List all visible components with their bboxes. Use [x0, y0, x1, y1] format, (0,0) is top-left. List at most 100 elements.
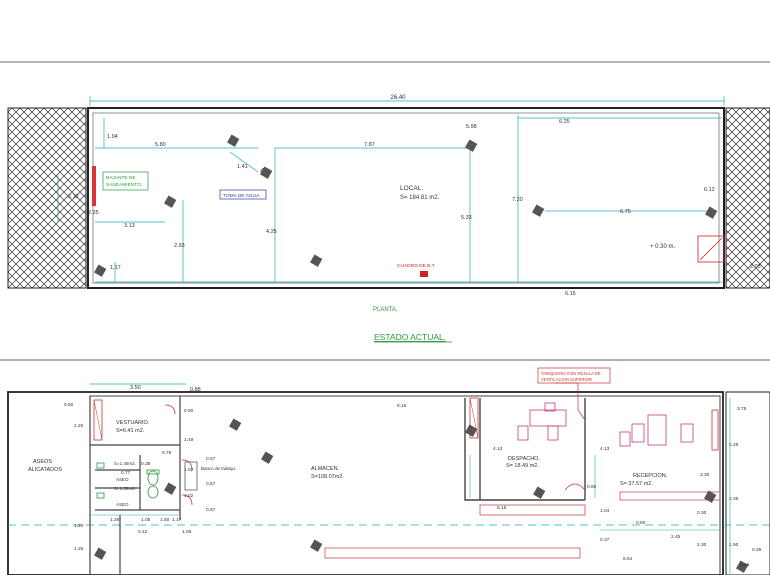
dim-120: 1.20	[74, 523, 84, 529]
chair-icon	[619, 431, 631, 447]
local-label: LOCAL.	[400, 185, 423, 192]
dim-375: 3.75	[737, 406, 747, 412]
recepcion-label: RECEPCION.	[633, 473, 668, 479]
pillar	[94, 264, 107, 277]
dim-130: 1.30	[697, 542, 707, 548]
aseos-label-line2: ALICATADOS	[28, 467, 62, 473]
cistern-icon	[146, 469, 160, 475]
dim-612: 6.12	[704, 187, 715, 193]
dim-037: 0.37	[600, 537, 610, 543]
dim-615: 6.15	[565, 291, 576, 297]
dim-057a: 0.57	[206, 456, 216, 462]
dim-117: 1.17	[110, 265, 121, 271]
dim-293: 2.93	[174, 243, 185, 249]
dim-050: 0.50	[64, 402, 74, 408]
dim-150: 1.50	[160, 517, 170, 523]
dim-088: 0.88	[190, 387, 201, 393]
dim-615-mid: 6.15	[497, 505, 507, 511]
desk-icon	[529, 409, 567, 427]
dim-102b: 1.02	[184, 493, 194, 499]
pillar	[465, 139, 478, 152]
shower-tray	[93, 399, 103, 441]
neighbour-wall-right	[725, 107, 770, 289]
dim-554: 5.54	[623, 556, 633, 562]
neighbour-wall-right-bottom	[725, 391, 770, 575]
cuadro-bt-label: CUADRO DE B.T.	[397, 263, 435, 269]
local-area: S= 184.81 m2.	[400, 195, 440, 201]
dim-580: 5.80	[155, 142, 166, 148]
pillar	[704, 490, 717, 503]
office-furniture	[517, 402, 694, 447]
toilet-icon	[147, 485, 159, 499]
table-icon	[647, 414, 667, 446]
bajante-note-box	[102, 171, 149, 191]
dim-675: 6.75	[620, 209, 631, 215]
office-walls	[464, 398, 586, 501]
toma-agua-box	[219, 189, 267, 200]
recepcion-area: S= 37.57 m2.	[620, 481, 653, 487]
dim-615-top: 6.15	[397, 403, 407, 409]
shelving	[324, 547, 581, 559]
dim-350: 3.50	[130, 385, 141, 391]
plan-caption: PLANTA.	[373, 307, 398, 313]
aseo-label-1: ASEO	[116, 477, 129, 482]
dim-078: 0.78	[162, 450, 172, 456]
dim-057b: 0.57	[206, 481, 216, 487]
vestuario-label: VESTUARIO.	[116, 420, 150, 426]
despacho-area: S= 18.49 m2.	[506, 463, 539, 469]
aseo-label-2: ASEO	[116, 502, 129, 507]
chair-icon	[631, 423, 645, 443]
door-swing	[181, 459, 193, 471]
counter	[619, 491, 721, 501]
dim-105: 1.05	[141, 517, 151, 523]
pillar	[532, 204, 545, 217]
door-swing	[564, 483, 586, 491]
pillar	[227, 134, 240, 147]
dim-598: 5.98	[466, 124, 477, 130]
chair-icon	[680, 423, 694, 443]
pillar	[310, 539, 323, 552]
dim-330: 3.30	[700, 472, 710, 478]
dim-203: 2.03	[750, 264, 761, 270]
dim-126b: 1.26	[74, 546, 84, 552]
dim-077: 0.77	[121, 470, 131, 476]
toilet-icon	[147, 470, 159, 486]
grille-partition	[469, 397, 479, 439]
dim-425: 4.25	[266, 229, 277, 235]
dim-194: 1.94	[107, 134, 118, 140]
almacen-area: S=108.07m2.	[311, 474, 344, 480]
entrance-door	[697, 235, 725, 263]
washbasin-icon	[96, 492, 105, 499]
pillars-bottom	[94, 418, 749, 573]
aseo-area-2: S=1.39m2.	[114, 486, 136, 491]
partition-note-line1: TABIQUERIA CON REJILLA DE	[541, 371, 601, 376]
despacho-label: DESPACHO.	[508, 456, 540, 462]
dim-225: 2.25	[88, 210, 99, 216]
dim-104: 1.04	[600, 508, 610, 514]
aseos-label-line1: ASEOS	[33, 459, 52, 465]
bajante-pipe	[92, 166, 96, 206]
top-dimension-lines	[57, 115, 722, 283]
dim-212: 2.12	[68, 194, 79, 200]
toilet-walls	[89, 396, 181, 575]
dim-141: 1.41	[237, 164, 248, 170]
dim-overall: 26.40	[390, 95, 406, 101]
dim-150b: 1.50	[729, 542, 739, 548]
dim-012: 0.12	[138, 529, 148, 535]
door-swing	[164, 404, 176, 415]
dim-117: 1.17	[172, 517, 182, 523]
dim-526: 5.26	[729, 442, 739, 448]
level-mark: + 0.30 m.	[650, 244, 676, 250]
top-plan: 26.40 1.94 5.80 1.41 7.87 5.98 6.25	[7, 95, 770, 343]
local-outline	[87, 107, 725, 289]
dim-787: 7.87	[364, 142, 375, 148]
pillar	[533, 486, 546, 499]
workbench	[184, 461, 198, 491]
dim-039: 0.39	[752, 547, 762, 553]
pillars-top	[94, 134, 718, 277]
dim-313: 3.13	[124, 223, 135, 229]
dim-126c: 1.26	[110, 517, 120, 523]
vestuario-area: S=6.41 m2.	[116, 428, 145, 434]
